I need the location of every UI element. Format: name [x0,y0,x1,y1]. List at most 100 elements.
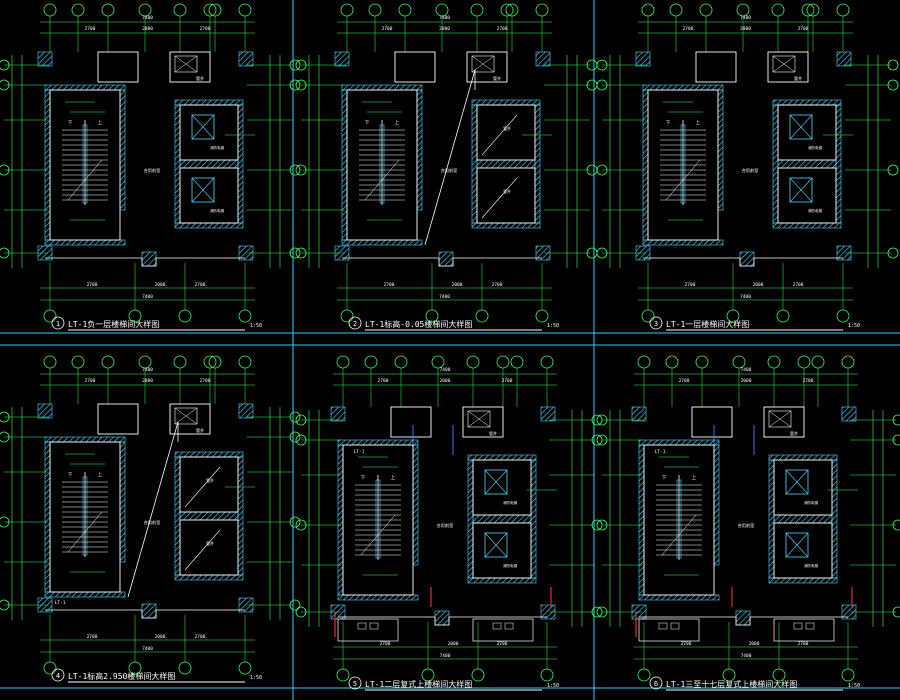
grid-bubble-right [892,519,900,531]
dim-text-overall: 7400 [142,367,153,373]
fixture [504,622,514,630]
label-pipe: 管井 [794,75,802,81]
grid-bubble-right [289,431,301,443]
grid-bubble-left [596,519,608,531]
title-number: 2 [353,320,357,328]
stair-well [375,479,381,559]
shaft-box [174,55,198,73]
dim-text-bottom-mid: 2000 [448,641,459,647]
stair-wall-right [416,89,423,211]
elevator-wall-left [174,456,181,576]
break-line [364,159,400,201]
stair-wall-top [44,436,126,443]
grid-bubble-right [289,59,301,71]
column-hatch-bottom-right [540,604,556,620]
column-hatch-bottom-left [334,245,350,261]
grid-bubble-top [208,355,222,369]
shaft-break-line [481,114,518,156]
fixture [793,622,803,630]
drawing-title: LT-1二层复式上楼梯间大样图 [365,679,472,689]
grid-bubble-top [203,355,217,369]
label-shaft: 管井 [503,126,511,131]
drawing-scale: 1:50 [848,323,860,329]
label-stair-tag: LT-1 [354,449,365,455]
dim-text-right: 2700 [497,26,508,32]
elevator-wall-bottom [768,577,838,584]
label-shaft: 管井 [503,189,511,194]
grid-bubble-top [435,3,449,17]
elevator-wall-bottom [174,574,244,581]
grid-bubble-top [767,355,781,369]
shaft-lower [777,167,837,224]
label-hall: 合用前室 [742,167,759,174]
shaft-lower [179,167,239,224]
stair-wall-right [119,441,126,563]
shaft-cross [471,55,495,73]
grid-bubble-bottom [776,309,790,323]
grid-bubble-bottom [641,309,655,323]
shaft-upper [773,459,833,516]
column-hatch-bottom-right [836,245,852,261]
elevator-car-cross [789,177,813,203]
grid-bubble-left [295,606,307,618]
grid-bubble-right [887,164,899,176]
dim-text-bottom-right: 2700 [798,641,809,647]
column-hatch-top-left [330,406,346,422]
grid-bubble-left [295,414,307,426]
fixture [805,622,815,630]
column-hatch-bottom-mid [739,251,755,267]
dim-text-mid: 2000 [142,26,153,32]
top-room-right [169,403,211,435]
label-up: 上 [696,119,701,126]
dim-text-bottom-overall: 7400 [142,294,153,300]
column-hatch-top-left [635,51,651,67]
dim-text-bottom-overall: 7400 [142,646,153,652]
grid-bubble-bottom [340,309,354,323]
grid-bubble-bottom [471,668,485,682]
column-hatch-top-right [540,406,556,422]
grid-bubble-bottom [178,661,192,675]
grid-bubble-bottom [128,661,142,675]
grid-bubble-top [203,3,217,17]
grid-bubble-left [596,59,608,71]
column-hatch-bottom-left [635,245,651,261]
grid-bubble-top [637,355,651,369]
grid-bubble-left [596,164,608,176]
shaft-cross [174,407,198,425]
label-elevator: 消防电梯 [503,563,518,568]
elevator-car [785,469,809,495]
shaft-box [772,55,796,73]
grid-bubble-top [811,355,825,369]
shaft-lower [476,167,536,224]
grid-bubble-bottom [336,668,350,682]
elevator-car-cross [191,177,215,203]
shaft-lower [179,519,239,576]
grid-bubble-bottom [722,668,736,682]
grid-bubble-bottom [841,668,855,682]
elevator-car [789,114,813,140]
grid-bubble-top [500,3,514,17]
title-number-bubble [51,316,65,330]
grid-bubble-top [43,3,57,17]
elevator-car [191,114,215,140]
column-hatch-top-left [334,51,350,67]
outer-wall-bottom [45,609,245,619]
label-stair-tag: LT-1 [55,600,66,606]
label-up: 上 [395,119,400,126]
elevator-wall-left [772,104,779,224]
grid-bubble-top [208,3,222,17]
stair-wall-right [717,89,724,211]
stair-wall-top [638,439,720,446]
grid-bubble-top [771,3,785,17]
dim-text-bottom-mid: 2000 [155,634,166,640]
grid-bubble-left [295,519,307,531]
drawing-title: LT-1标高-0.05楼梯间大样图 [365,319,472,329]
shaft-box [467,410,491,428]
stair-wall-left [44,89,51,241]
grid-bubble-top [368,3,382,17]
elevator-wall-mid [472,514,532,524]
grid-bubble-bottom [836,309,850,323]
elevator-car [789,177,813,203]
dim-text-bottom-right: 2700 [497,641,508,647]
